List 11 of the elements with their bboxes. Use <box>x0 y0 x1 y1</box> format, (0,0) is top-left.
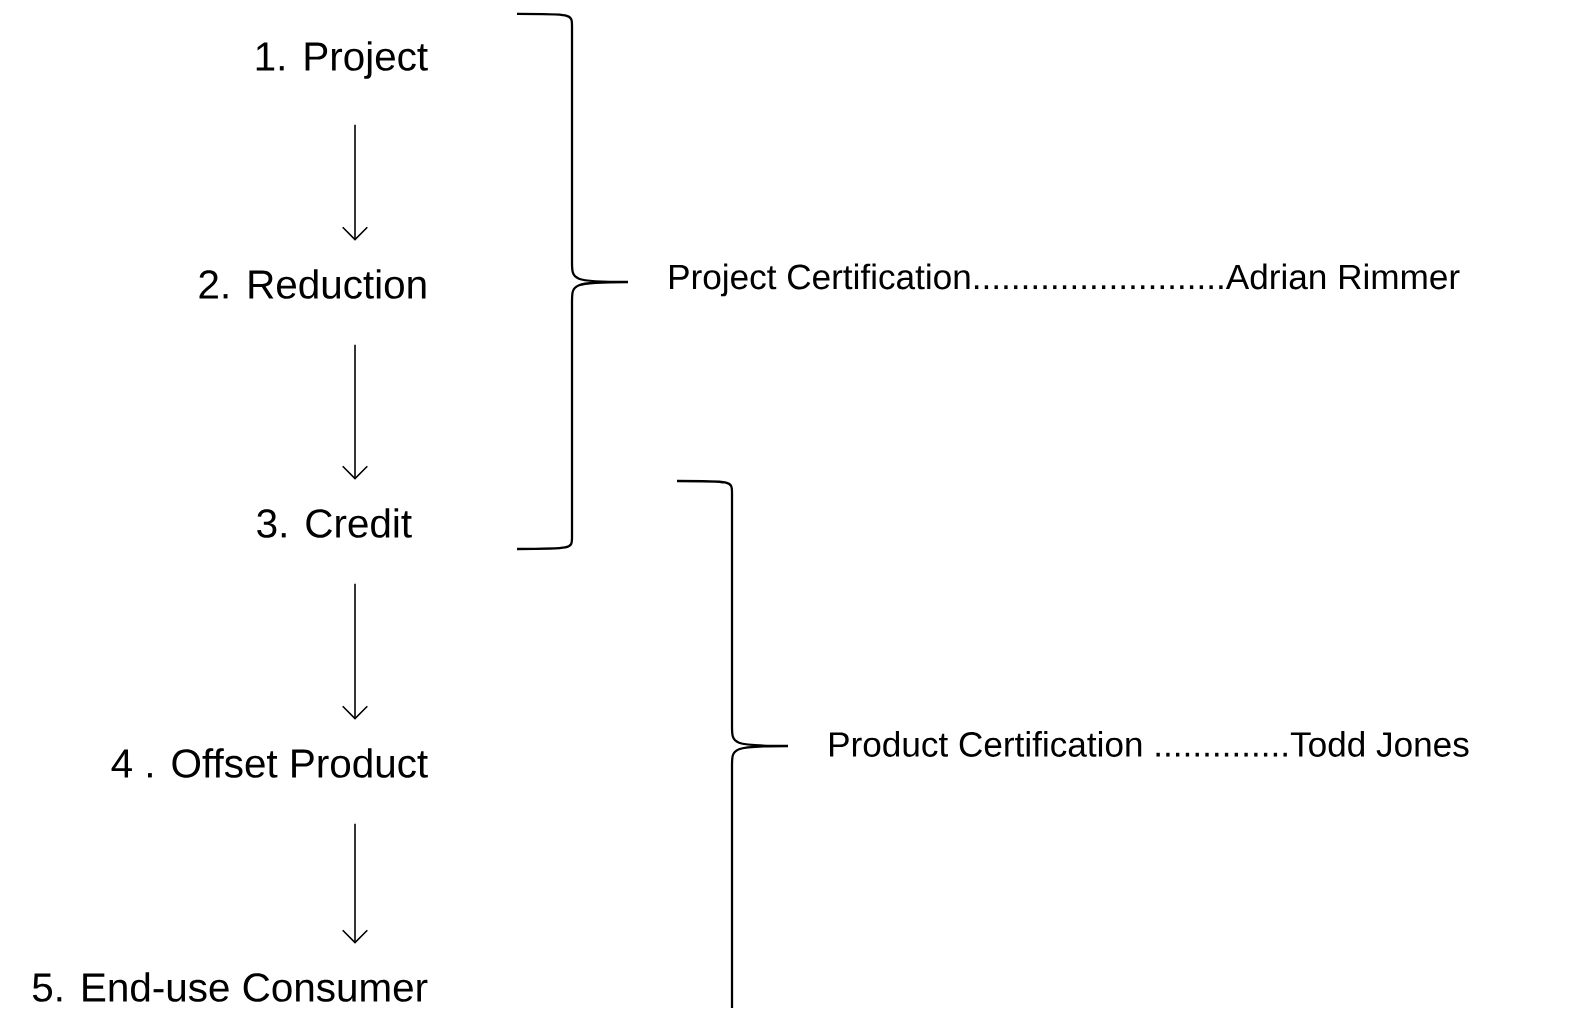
arrow <box>341 124 369 241</box>
certification-label: Project Certification..........................Adrian Rimmer <box>670 263 1460 297</box>
step-label: 1. Project <box>256 41 428 79</box>
arrow <box>341 344 369 480</box>
step-label: 3. Credit <box>257 508 412 538</box>
step-label: 5. End-use Consumer <box>32 972 428 1002</box>
certification-label: Product Certification ..............Todd Jones <box>830 731 1469 757</box>
step-label: 2. Reduction <box>199 269 426 299</box>
step-label: 4 . Offset Product <box>111 748 428 778</box>
arrow <box>341 823 369 944</box>
arrow <box>341 583 369 720</box>
